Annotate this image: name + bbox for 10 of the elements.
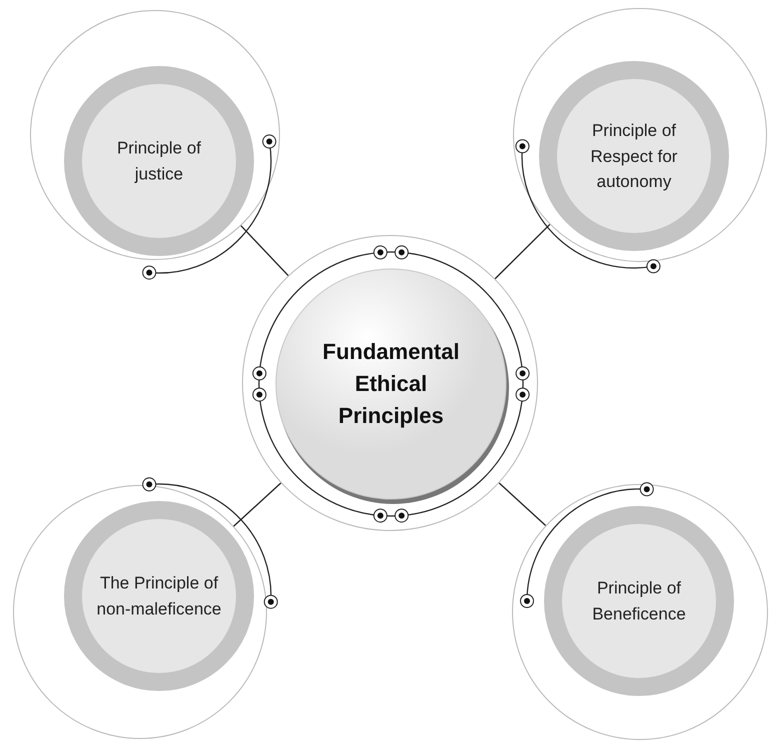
title-text: Fundamental Ethical Principles [322, 338, 460, 430]
principle-label: Principle of justice [116, 138, 202, 185]
principle-label: Principle of Respect for autonomy [590, 120, 678, 193]
principle-label: The Principle of non-maleficence [96, 572, 222, 620]
principle-circle [512, 484, 768, 740]
connector-line [240, 225, 289, 276]
connector-line [233, 482, 282, 527]
connector-line [494, 224, 550, 280]
principle-label: Principle of Beneficence [591, 578, 687, 625]
connector-line [498, 482, 546, 526]
